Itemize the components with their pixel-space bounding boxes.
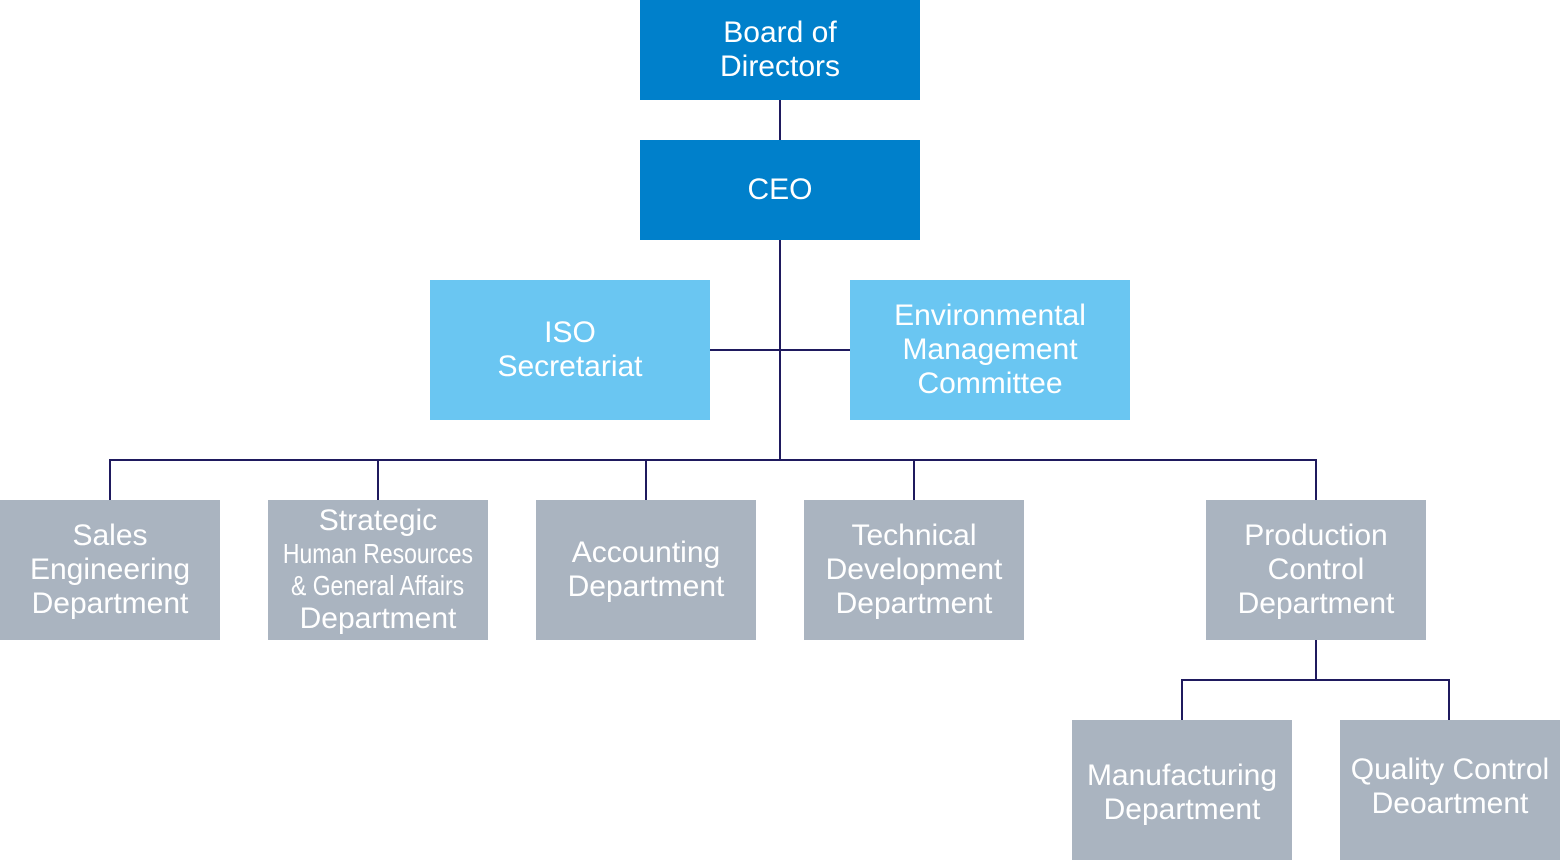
node-label: Department [567,570,725,603]
node-label: Accounting [571,536,721,569]
node-label: Manufacturing [1086,759,1278,792]
node-label: Deoartment [1371,787,1529,820]
node-label: Committee [917,367,1063,400]
connector-strategic [377,460,379,500]
node-label: Secretariat [497,350,643,383]
node-label: CEO [747,173,813,206]
node-label: Human Resources [282,538,474,569]
node-board-of-directors: Board of Directors [640,0,920,100]
node-label: & General Affairs [291,570,465,601]
node-label: Department [1103,793,1261,826]
node-production-control: Production Control Department [1206,500,1426,640]
node-technical-development: Technical Development Department [804,500,1024,640]
node-environmental-management-committee: Environmental Management Committee [850,280,1130,420]
node-label: Technical [851,519,977,552]
connector-board-ceo [779,100,781,140]
connector-accounting [645,460,647,500]
node-label: Engineering [29,553,191,586]
node-label: Department [31,587,189,620]
node-accounting: Accounting Department [536,500,756,640]
node-iso-secretariat: ISO Secretariat [430,280,710,420]
connector-technical [913,460,915,500]
node-label: Department [835,587,993,620]
node-label: Strategic [318,504,438,537]
node-label: Board of [723,16,837,49]
node-label: Department [1237,587,1395,620]
connector-sales [109,460,111,500]
connector-manufacturing [1181,680,1183,720]
connector-production-down [1315,640,1317,680]
node-sales-engineering: Sales Engineering Department [0,500,220,640]
node-label: ISO [544,316,596,349]
node-manufacturing: Manufacturing Department [1072,720,1292,860]
connector-production [1315,460,1317,500]
node-label: Management [902,333,1078,366]
node-label: Production [1244,519,1388,552]
node-label: Quality Control [1350,753,1550,786]
connector-quality [1448,680,1450,720]
node-label: Environmental [894,299,1086,332]
connector-production-bus [1181,679,1450,681]
node-ceo: CEO [640,140,920,240]
node-label: Department [299,602,457,635]
node-strategic-hr-general-affairs: Strategic Human Resources & General Affa… [268,500,488,640]
node-label: Development [825,553,1003,586]
connector-departments-bus [109,459,1317,461]
node-label: Control [1267,553,1365,586]
node-label: Directors [719,50,840,83]
connector-committees [710,349,850,351]
node-label: Sales [72,519,148,552]
node-quality-control: Quality Control Deoartment [1340,720,1560,860]
